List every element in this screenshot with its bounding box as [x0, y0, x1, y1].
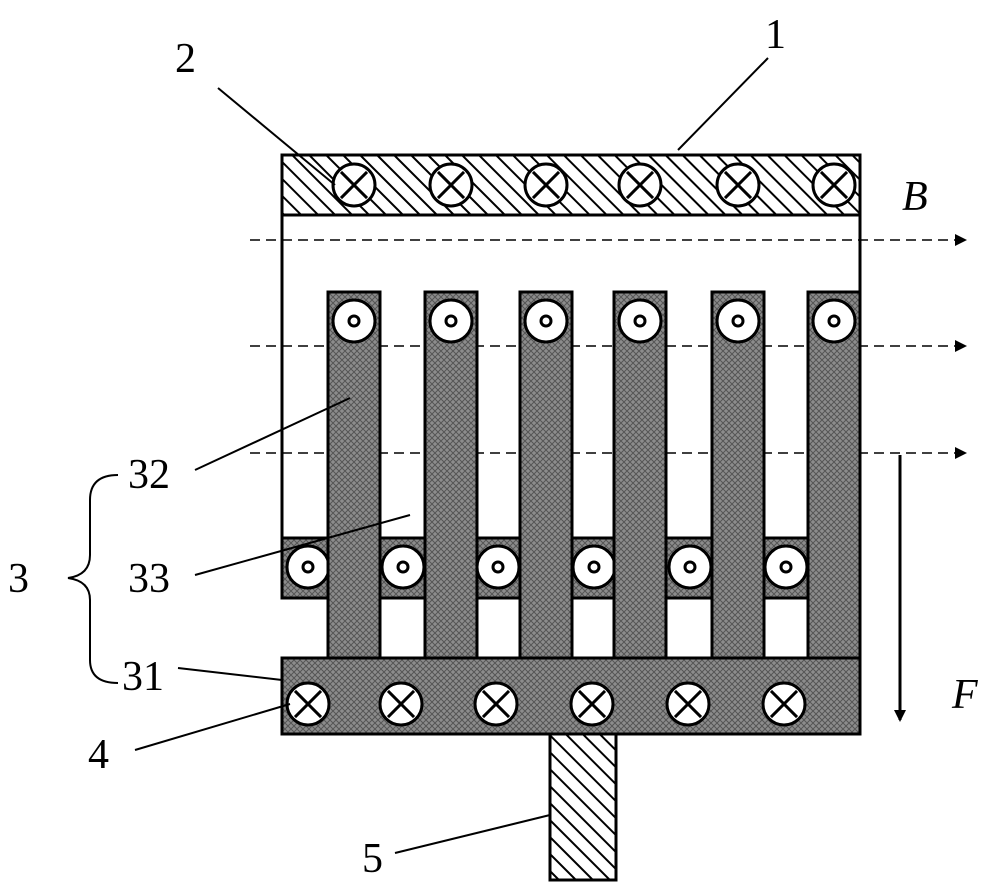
tooth — [518, 290, 574, 664]
label-rod: 5 — [362, 836, 383, 882]
circle-dot-icon — [380, 544, 426, 590]
circle-dot-icon — [331, 298, 377, 344]
label-top-plate: 1 — [765, 12, 786, 58]
label-top-coil: 2 — [175, 36, 196, 82]
label-field-b: B — [902, 174, 928, 220]
tooth — [423, 290, 479, 664]
circle-dot-icon — [523, 298, 569, 344]
circle-cross-icon — [285, 681, 331, 727]
circle-dot-icon — [571, 544, 617, 590]
leader-line-4 — [134, 703, 291, 751]
circle-cross-icon — [761, 681, 807, 727]
leader-lines — [67, 57, 769, 854]
circle-cross-icon — [473, 681, 519, 727]
top-plate — [280, 153, 862, 217]
tooth — [806, 290, 862, 664]
circle-cross-icon — [617, 162, 663, 208]
bottom-coil-row — [285, 681, 807, 727]
circle-dot-icon — [617, 298, 663, 344]
label-assembly: 3 — [8, 556, 29, 602]
base-plate — [280, 656, 862, 736]
label-force-f: F — [951, 672, 978, 718]
tooth — [710, 290, 766, 664]
leader-line-32 — [194, 397, 351, 471]
teeth-group — [326, 290, 862, 664]
leader-line-33 — [194, 514, 411, 576]
top-coil-row — [331, 162, 857, 208]
label-slot: 33 — [128, 556, 170, 602]
rod — [548, 732, 618, 882]
leader-line-5 — [394, 814, 551, 854]
leader-line-1 — [677, 57, 769, 151]
circle-cross-icon — [665, 681, 711, 727]
circle-cross-icon — [378, 681, 424, 727]
circle-dot-icon — [475, 544, 521, 590]
circle-dot-icon — [763, 544, 809, 590]
tooth — [612, 290, 668, 664]
circle-dot-icon — [667, 544, 713, 590]
circle-cross-icon — [811, 162, 857, 208]
leader-line-2 — [217, 87, 336, 186]
circle-cross-icon — [331, 162, 377, 208]
label-base-plate: 31 — [122, 654, 164, 700]
assembly-brace — [67, 474, 119, 684]
tooth — [326, 290, 382, 664]
circle-cross-icon — [428, 162, 474, 208]
circle-dot-icon — [715, 298, 761, 344]
circle-dot-icon — [811, 298, 857, 344]
circle-cross-icon — [523, 162, 569, 208]
label-bottom-coil: 4 — [88, 732, 109, 778]
circle-dot-icon — [428, 298, 474, 344]
circle-dot-icon — [285, 544, 331, 590]
circle-cross-icon — [569, 681, 615, 727]
leader-line-31 — [177, 667, 283, 681]
label-teeth: 32 — [128, 452, 170, 498]
circle-cross-icon — [715, 162, 761, 208]
